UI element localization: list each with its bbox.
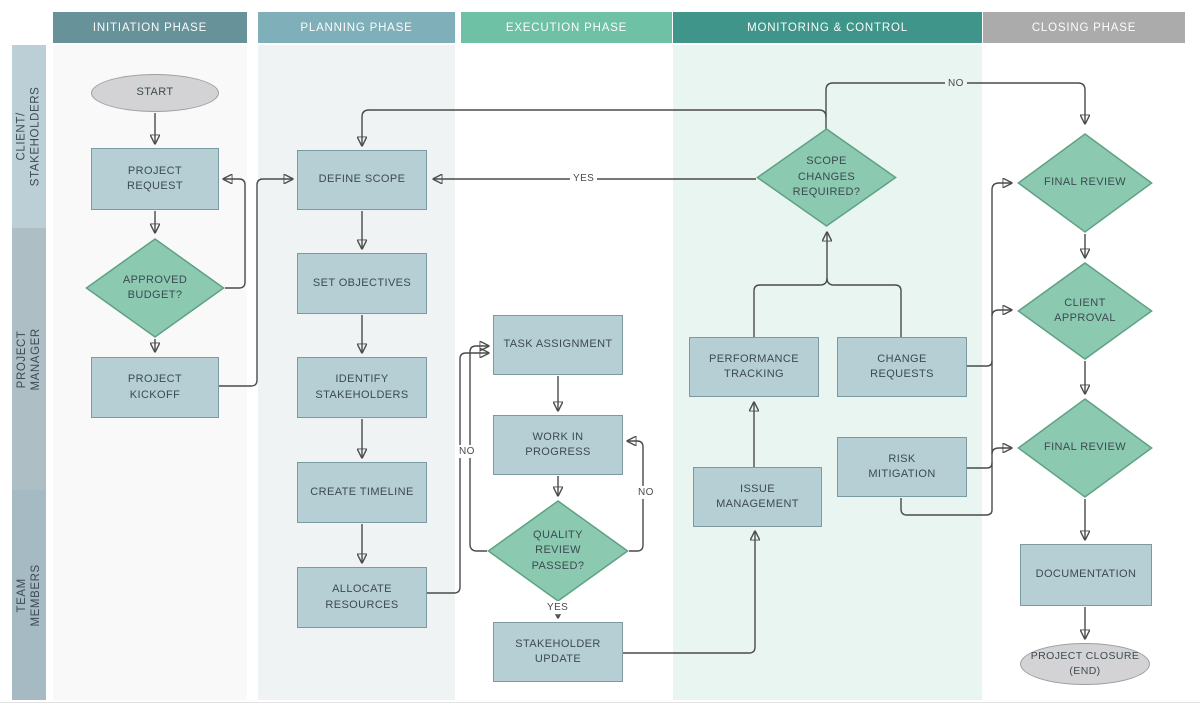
edge-label-scope-yes: YES	[570, 172, 598, 185]
node-documentation: DOCUMENTATION	[1020, 544, 1152, 606]
node-risk-mitigation: RISK MITIGATION	[837, 437, 967, 497]
node-identify-stakeholders: IDENTIFY STAKEHOLDERS	[297, 357, 427, 418]
edge-label-quality-yes: YES	[544, 601, 572, 614]
lane-client-stakeholders: CLIENT/ STAKEHOLDERS	[12, 45, 46, 228]
diamond-shape	[487, 500, 629, 602]
edge-gutter-to-final-review1	[991, 183, 1011, 510]
node-stakeholder-update: STAKEHOLDER UPDATE	[493, 622, 623, 682]
edge-performance-tracking-to-scope-changes	[753, 233, 827, 337]
node-quality-review-label: QUALITY REVIEW PASSED?	[531, 528, 585, 572]
node-final-review-1: FINAL REVIEW	[1017, 133, 1153, 233]
edge-project-kickoff-to-define-scope	[219, 179, 292, 387]
edge-approved-budget-loop-to-project-request	[224, 179, 246, 289]
edge-branch-to-define-scope-top	[362, 109, 827, 145]
node-final-review-1-label: FINAL REVIEW	[1043, 176, 1126, 189]
node-quality-review: QUALITY REVIEW PASSED?	[487, 500, 629, 602]
edge-stakeholder-update-to-issue-management	[623, 532, 755, 654]
diamond-shape	[85, 238, 225, 338]
edge-label-quality-no-reassign: NO	[456, 445, 478, 458]
edge-risk-mitigation-bottom-to-gutter	[900, 498, 993, 516]
edge-scope-no-to-final-review	[825, 82, 1085, 130]
node-scope-changes: SCOPE CHANGES REQUIRED?	[756, 128, 897, 227]
node-final-review-2-label: FINAL REVIEW	[1043, 441, 1126, 454]
lane-team-members: TEAM MEMBERS	[12, 490, 46, 700]
edge-risk-mitigation-to-gutter	[967, 462, 993, 469]
lane-project-manager: PROJECT MANAGER	[12, 228, 46, 490]
node-set-objectives: SET OBJECTIVES	[297, 253, 427, 314]
edge-change-requests-to-gutter	[967, 360, 993, 367]
node-performance-tracking: PERFORMANCE TRACKING	[689, 337, 819, 397]
node-work-in-progress: WORK IN PROGRESS	[493, 415, 623, 475]
node-client-approval: CLIENT APPROVAL	[1017, 262, 1153, 360]
node-final-review-2: FINAL REVIEW	[1017, 398, 1153, 498]
node-scope-changes-label: SCOPE CHANGES REQUIRED?	[792, 155, 861, 199]
edge-allocate-resources-to-task-assignment	[427, 353, 488, 594]
node-change-requests: CHANGE REQUESTS	[837, 337, 967, 397]
edge-gutter-to-client-approval	[991, 310, 1011, 317]
node-approved-budget-label: APPROVED BUDGET?	[122, 273, 188, 301]
edge-gutter-to-final-review2	[991, 448, 1011, 455]
phase-header-monitoring: MONITORING & CONTROL	[673, 12, 982, 43]
edge-change-requests-to-scope-changes	[826, 277, 902, 337]
node-project-kickoff: PROJECT KICKOFF	[91, 357, 219, 418]
node-project-closure: PROJECT CLOSURE (END)	[1020, 643, 1150, 685]
diamond-shape	[756, 128, 897, 227]
phase-header-closing: CLOSING PHASE	[983, 12, 1185, 43]
node-project-request: PROJECT REQUEST	[91, 148, 219, 210]
node-define-scope: DEFINE SCOPE	[297, 150, 427, 210]
phase-header-initiation: INITIATION PHASE	[53, 12, 247, 43]
node-task-assignment: TASK ASSIGNMENT	[493, 315, 623, 375]
node-issue-management: ISSUE MANAGEMENT	[693, 467, 822, 527]
diamond-shape	[1017, 133, 1153, 233]
node-allocate-resources: ALLOCATE RESOURCES	[297, 567, 427, 628]
phase-header-planning: PLANNING PHASE	[258, 12, 455, 43]
edge-label-scope-no: NO	[945, 77, 967, 90]
phase-header-execution: EXECUTION PHASE	[461, 12, 672, 43]
node-create-timeline: CREATE TIMELINE	[297, 462, 427, 523]
node-start: START	[91, 74, 219, 112]
edge-label-quality-no-rework: NO	[635, 486, 657, 499]
diamond-shape	[1017, 398, 1153, 498]
node-approved-budget: APPROVED BUDGET?	[85, 238, 225, 338]
diamond-shape	[1017, 262, 1153, 360]
node-client-approval-label: CLIENT APPROVAL	[1054, 296, 1116, 324]
page-bottom-edge	[0, 702, 1200, 703]
